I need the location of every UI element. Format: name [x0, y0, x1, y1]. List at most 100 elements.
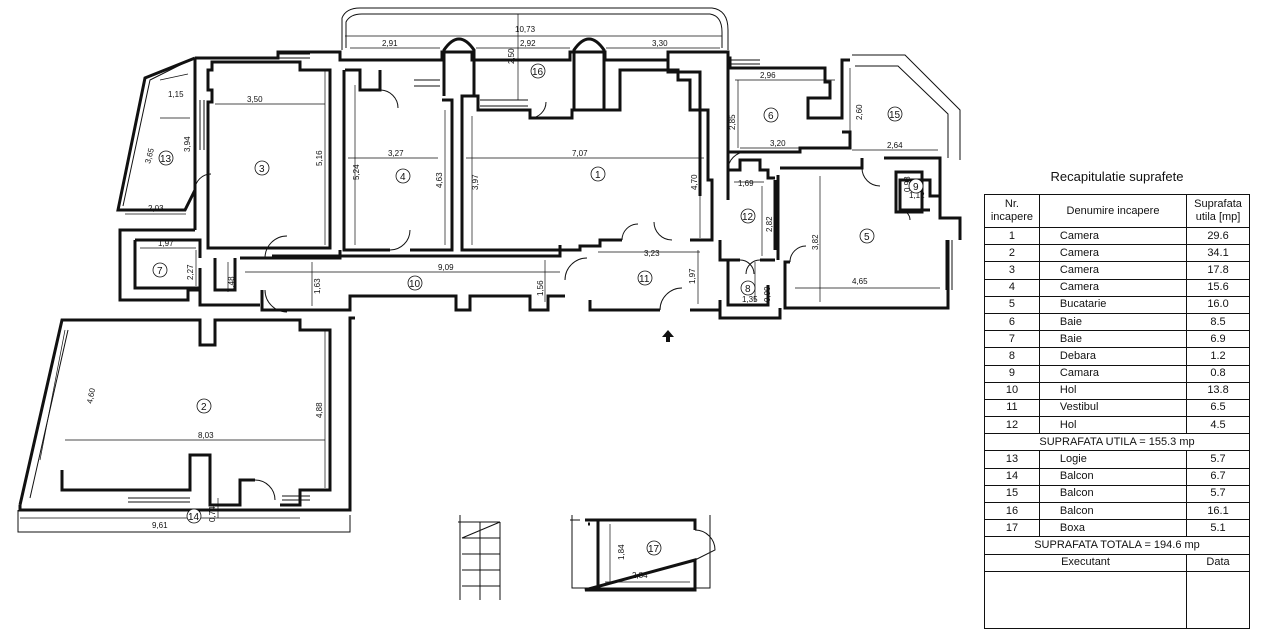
row-area: 5.7: [1186, 450, 1250, 469]
row-name: Hol: [1038, 381, 1188, 400]
room-9-walls: [894, 170, 924, 214]
row-name: Vestibul: [1038, 398, 1188, 418]
row-nr: 16: [984, 501, 1040, 521]
row-area: 17.8: [1186, 261, 1250, 280]
room-1-walls: [460, 68, 714, 252]
dim-label: 0,90: [763, 286, 772, 302]
room-number: 5: [864, 232, 870, 243]
footer-executant: Executant: [983, 553, 1188, 572]
dim-label: 1,12: [909, 191, 925, 200]
row-name: Camera: [1038, 244, 1188, 263]
row-area: 34.1: [1186, 244, 1250, 263]
row-nr: 3: [984, 261, 1040, 280]
row-area: 6.7: [1186, 467, 1250, 486]
footer-data: Data: [1186, 553, 1250, 572]
row-name: Camera: [1038, 261, 1188, 280]
room-number: 4: [400, 172, 406, 183]
dim-label: 3,65: [143, 147, 156, 165]
row-name: Balcon: [1038, 484, 1188, 504]
room-number: 8: [745, 284, 751, 295]
header-area: Suprafata utila [mp]: [1186, 194, 1250, 228]
dim-label: 0,98: [903, 176, 912, 192]
dim-label: 4,63: [435, 172, 444, 188]
arch-left: [442, 37, 476, 96]
dim-label: 1,63: [313, 278, 322, 294]
stairs: [458, 515, 501, 600]
dim-label: 1,48: [227, 276, 236, 292]
dim-label: 9,09: [438, 263, 454, 272]
row-nr: 4: [984, 278, 1040, 297]
room-6-walls: [728, 56, 852, 154]
storage-17: [584, 518, 697, 592]
logia-13-outer: [122, 59, 191, 207]
row-nr: 1: [984, 226, 1040, 246]
room-number: 10: [409, 279, 421, 290]
grand-total-row: SUPRAFATA TOTALA = 194.6 mp: [984, 536, 1250, 555]
dim-label: 3,82: [811, 234, 820, 250]
dim-label: 1,84: [617, 544, 626, 560]
dim-label: 1,35: [742, 295, 758, 304]
dim-label: 2,92: [520, 39, 536, 48]
row-area: 6.9: [1186, 330, 1250, 349]
dim-label: 1,69: [738, 179, 754, 188]
date-cell: [1186, 570, 1250, 629]
dim-label: 3,20: [770, 139, 786, 148]
row-name: Baie: [1038, 312, 1188, 332]
dim-label: 5,16: [315, 150, 324, 166]
dim-label: 5,24: [352, 164, 361, 180]
dim-label: 3,27: [388, 149, 404, 158]
room-7-walls: [133, 238, 237, 292]
room-number: 6: [768, 111, 774, 122]
row-name: Balcon: [1038, 467, 1188, 486]
useful-total: SUPRAFATA UTILA = 155.3 mp: [984, 433, 1250, 452]
dim-label: 3,23: [644, 249, 660, 258]
row-name: Baie: [1038, 330, 1188, 349]
row-nr: 5: [984, 295, 1040, 314]
row-area: 13.8: [1186, 381, 1250, 400]
row-area: 29.6: [1186, 226, 1250, 246]
room-2-inner: [29, 329, 310, 499]
row-nr: 14: [984, 467, 1040, 486]
dim-label: 1,15: [168, 90, 184, 99]
row-area: 4.5: [1186, 416, 1250, 435]
dim-label: 3,97: [471, 174, 480, 190]
row-nr: 10: [984, 381, 1040, 400]
windows: [128, 53, 953, 503]
dim-label: 2,27: [186, 264, 195, 280]
row-name: Boxa: [1038, 519, 1188, 538]
row-area: 6.5: [1186, 398, 1250, 418]
walls: [17, 7, 962, 600]
row-name: Bucatarie: [1038, 295, 1188, 314]
room-number: 13: [160, 154, 172, 165]
row-name: Balcon: [1038, 501, 1188, 521]
room-number: 14: [188, 512, 200, 523]
room-12-walls: [718, 158, 782, 320]
dim-label: 3,30: [652, 39, 668, 48]
room-2-walls: [18, 316, 355, 512]
dimension-lines: [20, 14, 940, 583]
room-number: 3: [259, 164, 265, 175]
row-nr: 12: [984, 416, 1040, 435]
dim-label: 9,61: [152, 521, 168, 530]
dim-label: 3,50: [247, 95, 263, 104]
dim-label: 2,84: [632, 571, 648, 580]
row-name: Hol: [1038, 416, 1188, 435]
dim-label: 10,73: [515, 25, 536, 34]
dim-label: 2,85: [728, 114, 737, 130]
useful-total-row: SUPRAFATA UTILA = 155.3 mp: [984, 433, 1250, 452]
row-nr: 8: [984, 347, 1040, 366]
dim-label: 2,82: [765, 216, 774, 232]
row-nr: 11: [984, 398, 1040, 418]
room-number: 15: [889, 110, 901, 121]
north-inner-wall: [206, 60, 332, 250]
